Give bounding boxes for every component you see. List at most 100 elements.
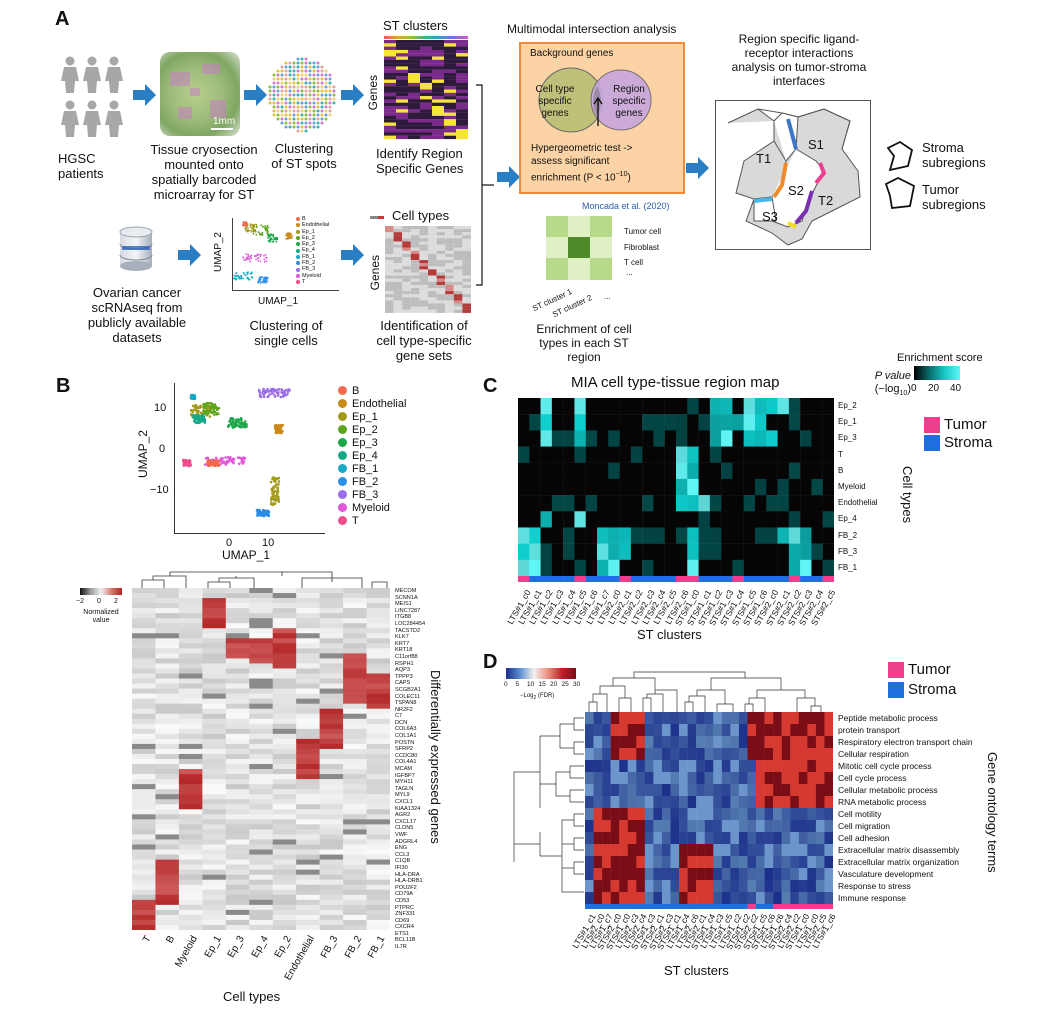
celltype-heat-cell [453,303,463,307]
mia-heat-cell [698,430,711,447]
celltype-heat-cell [462,260,471,264]
go-heat-cell [790,712,799,725]
umap-point [187,459,190,463]
go-heat-cell [619,892,628,905]
celltype-heat-cell [428,263,437,267]
st-spot [316,77,320,81]
deg-heat-cell [366,804,390,810]
st-spot [272,105,276,109]
go-heat-cell [687,844,697,857]
st-spot [284,97,288,101]
mia-heat-cell [755,446,767,463]
st-spot [312,85,316,89]
st-spot [308,97,312,101]
deg-heat-cell [249,769,274,775]
st-spot [296,89,300,93]
celltype-heat-cell [445,253,454,258]
umap-point [273,424,277,427]
go-heat-cell [610,880,620,893]
deg-heat-cell [178,759,203,765]
deg-heat-cell [366,809,390,815]
umap-legend-item: Ep_2 [338,423,406,436]
go-heat-cell [653,784,663,797]
mia-heat-cell [777,462,790,480]
st-spot [320,85,324,89]
st-spot [320,65,324,69]
umap-point [209,407,213,410]
mia-heat-cell [743,398,756,415]
st-heat-cell [408,129,420,133]
st-spot [296,93,300,97]
umap-point [273,395,277,398]
moncada-citation: Moncada et al. (2020) [582,201,670,211]
gene-label: COLEC11 [395,693,421,700]
mia-heat-cell [732,559,744,577]
deg-heat-cell [319,638,344,644]
celltype-heat-cell [445,241,454,245]
go-heat-cell [815,772,825,785]
go-heat-cell [687,820,697,833]
go-heat-cell [730,844,740,857]
go-heat-cell [644,820,654,833]
go-heat-cell [721,724,731,737]
go-term-label: Immune response [838,893,907,903]
st-heat-cell [384,106,396,110]
deg-heat-cell [225,598,250,604]
enrichment-grid [546,216,612,280]
st-heat-cell [384,135,396,140]
st-spot [332,97,336,101]
st-heat-cell [384,82,396,87]
go-heat-cell [738,820,748,833]
deg-heat-cell [319,794,344,800]
go-annotation-cell [747,904,757,909]
mini-umap-point [255,233,258,236]
celltype-heat-cell [462,272,471,276]
mia-heat-cell [755,414,767,431]
deg-heat-cell [319,588,344,594]
legend-stroma-c: Stroma [924,434,992,451]
go-heat-cell [602,892,611,905]
deg-heat-cell [178,658,203,664]
mia-heat-cell [811,430,823,447]
deg-heat-cell [132,834,156,840]
mini-umap-point [246,276,249,279]
umap-point [241,462,245,465]
scale-bar-label: 1mm [213,116,236,127]
st-heat-cell [384,89,396,93]
go-heat-cell [781,868,791,881]
st-heat-cell [408,96,420,100]
deg-heat-cell [132,593,156,599]
deg-heat-cell [366,864,390,870]
mini-umap-point [257,281,260,284]
deg-heat-cell [272,738,297,745]
go-heat-cell [747,712,757,725]
st-spot [320,117,324,121]
celltype-heat-cell [393,260,403,264]
umap-point [189,408,193,412]
mia-heat-cell [563,430,575,447]
celltype-heat-cell [462,244,471,248]
umap-point [196,406,200,410]
celltype-heat-cell [428,226,437,230]
st-heat-cell [384,112,396,116]
deg-heat-cell [225,769,250,775]
celltype-heat-cell [453,235,463,239]
celltype-heat-cell [462,294,471,298]
celltype-heat-cell [385,226,394,230]
mia-heat-cell [540,559,553,577]
go-heat-cell [687,808,697,821]
deg-heat-cell [155,819,180,825]
go-heat-cell [756,880,765,893]
deg-heat-cell [225,869,250,875]
deg-heat-cell [225,653,250,659]
mia-heat-cell [800,430,812,447]
st-spot [288,77,292,81]
umap-point [207,402,210,405]
deg-heat-cell [225,854,250,860]
go-heat-cell [773,796,782,809]
fdr-tick: 25 [561,681,569,688]
go-heat-cell [670,844,680,857]
go-heat-cell [679,784,688,797]
deg-heat-cell [178,914,203,921]
go-heat-cell [627,760,637,773]
